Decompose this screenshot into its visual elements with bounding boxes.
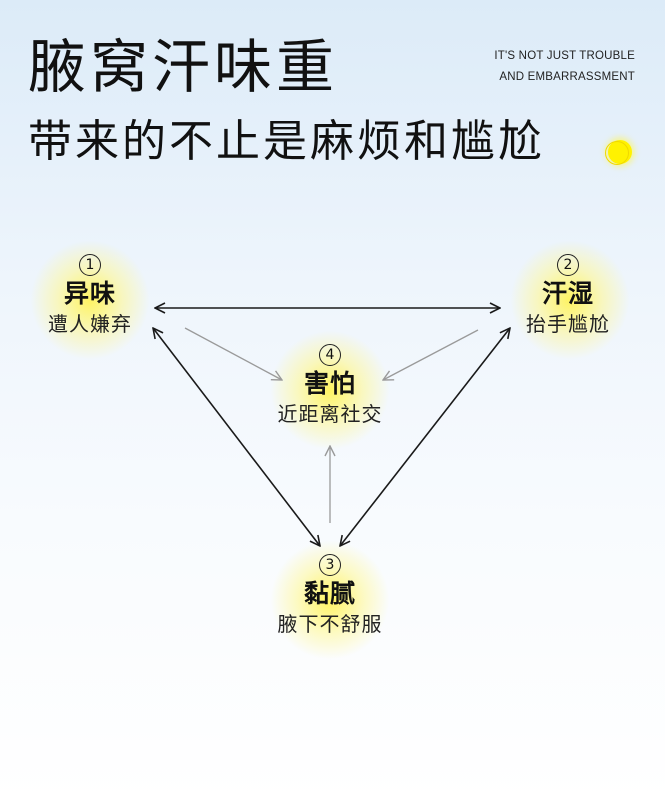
node-sticky: 3 黏腻 腋下不舒服 <box>255 554 405 638</box>
node-subtitle: 遭人嫌弃 <box>48 312 132 336</box>
node-number: 1 <box>79 254 101 276</box>
page-subtitle: 带来的不止是麻烦和尴尬 <box>28 116 545 167</box>
node-title: 异味 <box>63 279 116 308</box>
node-subtitle: 腋下不舒服 <box>277 612 383 636</box>
node-number: 2 <box>557 254 579 276</box>
english-tagline: IT'S NOT JUST TROUBLE AND EMBARRASSMENT <box>494 46 635 88</box>
arrow-2-3 <box>340 328 510 546</box>
english-line-2: AND EMBARRASSMENT <box>499 71 635 83</box>
node-number: 3 <box>319 554 341 576</box>
arrow-1-3 <box>153 328 320 546</box>
arrow-2-4 <box>383 329 479 380</box>
english-line-1: IT'S NOT JUST TROUBLE <box>494 50 635 62</box>
yellow-dot-icon <box>605 140 632 165</box>
node-odor: 1 异味 遭人嫌弃 <box>30 254 150 338</box>
node-subtitle: 近距离社交 <box>277 402 383 426</box>
node-sweat: 2 汗湿 抬手尴尬 <box>508 254 628 338</box>
node-title: 汗湿 <box>541 279 594 308</box>
arrow-1-4 <box>184 327 282 380</box>
node-title: 害怕 <box>303 369 356 398</box>
node-number: 4 <box>319 344 341 366</box>
node-fear: 4 害怕 近距离社交 <box>255 344 405 428</box>
page-title: 腋窝汗味重 <box>28 33 339 101</box>
node-title: 黏腻 <box>303 579 356 608</box>
node-subtitle: 抬手尴尬 <box>526 312 610 336</box>
